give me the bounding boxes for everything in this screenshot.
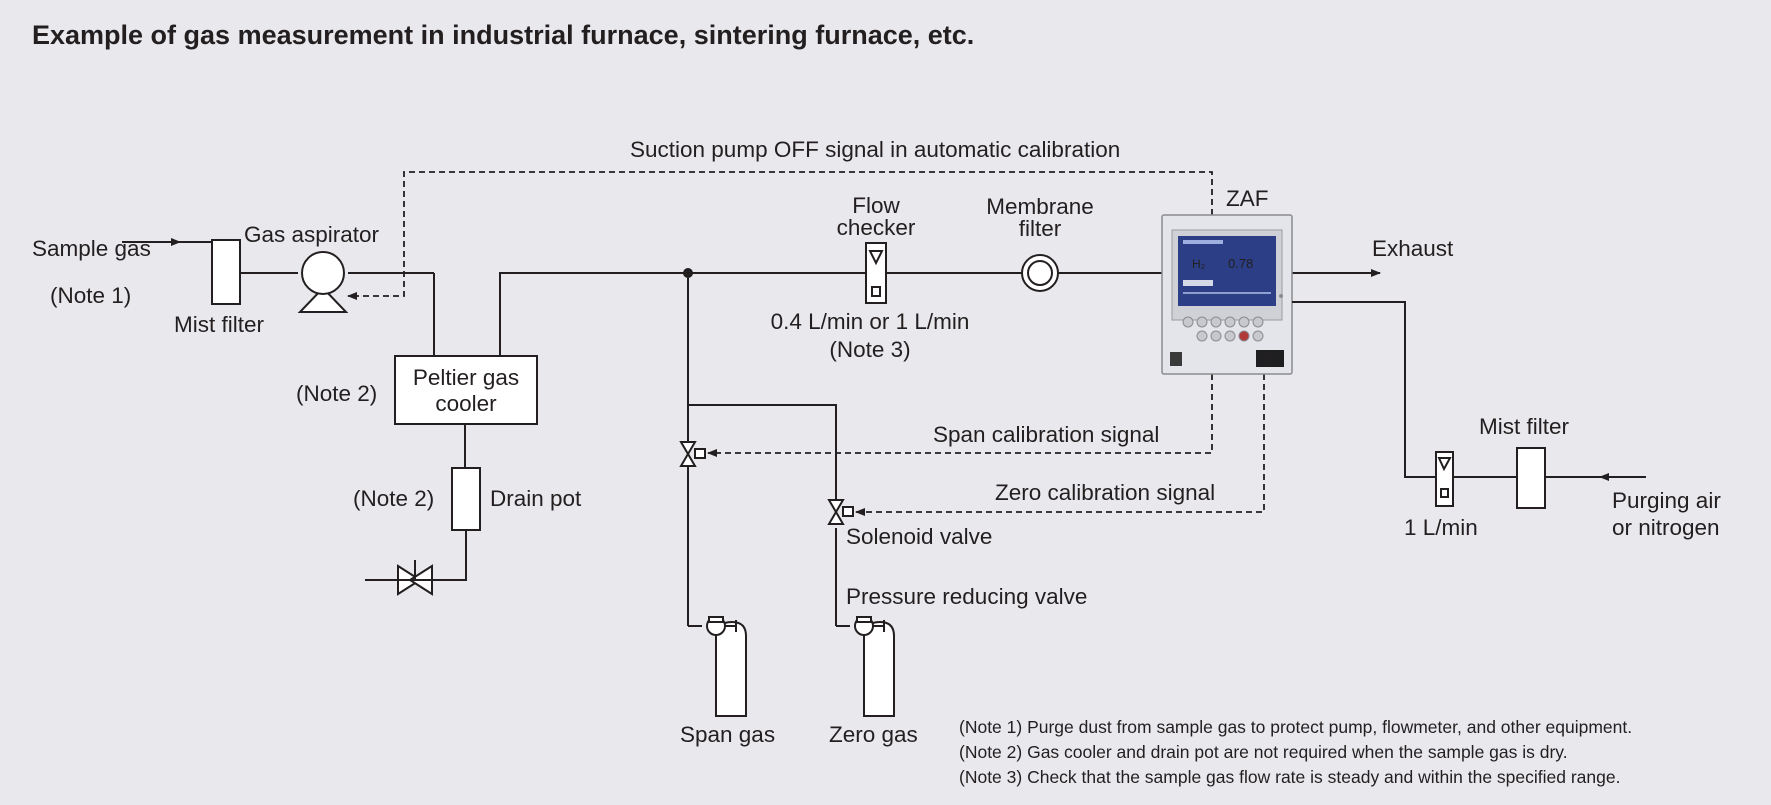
note2-cooler-reference: (Note 2) xyxy=(296,381,377,406)
footnote-2: (Note 2) Gas cooler and drain pot are no… xyxy=(959,742,1568,762)
pressure-reducing-valve-label: Pressure reducing valve xyxy=(846,584,1087,609)
span-solenoid-valve xyxy=(679,441,706,467)
purging-label-line1: Purging air xyxy=(1612,488,1721,513)
purging-label-line2: or nitrogen xyxy=(1612,515,1720,540)
membrane-filter-label-line1: Membrane xyxy=(986,194,1094,219)
zero-gas-label: Zero gas xyxy=(829,722,918,747)
zaf-label: ZAF xyxy=(1226,186,1269,211)
peltier-gas-cooler xyxy=(394,355,538,425)
sample-gas-label: Sample gas xyxy=(32,236,151,261)
span-signal-label: Span calibration signal xyxy=(933,422,1159,447)
purge-flow-checker xyxy=(1435,451,1454,507)
footnote-3: (Note 3) Check that the sample gas flow … xyxy=(959,767,1620,787)
membrane-filter-label-line2: filter xyxy=(1019,216,1062,241)
suction-signal-label: Suction pump OFF signal in automatic cal… xyxy=(630,137,1120,162)
zero-gas-cylinder xyxy=(854,616,895,717)
footnote-1: (Note 1) Purge dust from sample gas to p… xyxy=(959,717,1632,737)
exhaust-label: Exhaust xyxy=(1372,236,1454,261)
labels: Sample gas (Note 1) Mist filter Gas aspi… xyxy=(32,137,1721,747)
purge-rate-label: 1 L/min xyxy=(1404,515,1478,540)
suction-signal-line xyxy=(347,171,1213,300)
flow-checker xyxy=(865,242,887,304)
flow-rate-label: 0.4 L/min or 1 L/min xyxy=(771,309,970,334)
page-title: Example of gas measurement in industrial… xyxy=(32,20,975,50)
span-signal-line xyxy=(707,374,1213,457)
gas-aspirator-label: Gas aspirator xyxy=(244,222,380,247)
purge-line xyxy=(1292,301,1646,481)
peltier-label-line2: cooler xyxy=(435,391,497,416)
mist-filter-right-label: Mist filter xyxy=(1479,414,1570,439)
note2-drain-reference: (Note 2) xyxy=(353,486,434,511)
mist-filter-left-label: Mist filter xyxy=(174,312,265,337)
maker-logo: F xyxy=(1263,352,1271,367)
note1-reference: (Note 1) xyxy=(50,283,131,308)
footnotes: (Note 1) Purge dust from sample gas to p… xyxy=(959,717,1632,787)
flow-checker-label-line1: Flow xyxy=(852,193,900,218)
drain-pot-label: Drain pot xyxy=(490,486,582,511)
note3-reference: (Note 3) xyxy=(829,337,910,362)
membrane-filter xyxy=(1021,254,1059,292)
span-gas-cylinder xyxy=(706,616,747,717)
analyzer-keypad-icon xyxy=(1182,316,1264,342)
mist-filter-right xyxy=(1516,447,1546,509)
peltier-label-line1: Peltier gas xyxy=(413,365,519,390)
span-gas-label: Span gas xyxy=(680,722,775,747)
display-symbol: H₂ xyxy=(1192,257,1206,271)
zero-signal-label: Zero calibration signal xyxy=(995,480,1215,505)
zero-signal-line xyxy=(855,374,1265,516)
zero-solenoid-valve xyxy=(827,499,854,525)
drain-valve xyxy=(397,560,433,596)
display-value: 0.78 xyxy=(1228,256,1253,271)
analyzer-screen xyxy=(1178,236,1276,306)
solenoid-valve-label: Solenoid valve xyxy=(846,524,992,549)
flow-checker-label-line2: checker xyxy=(837,215,916,240)
drain-pot xyxy=(365,424,481,581)
zaf-analyzer: H₂ 0.78 F xyxy=(1161,214,1293,375)
sample-gas-line xyxy=(122,238,1381,356)
gas-aspirator-pump xyxy=(297,251,349,313)
mist-filter-left xyxy=(211,239,241,305)
